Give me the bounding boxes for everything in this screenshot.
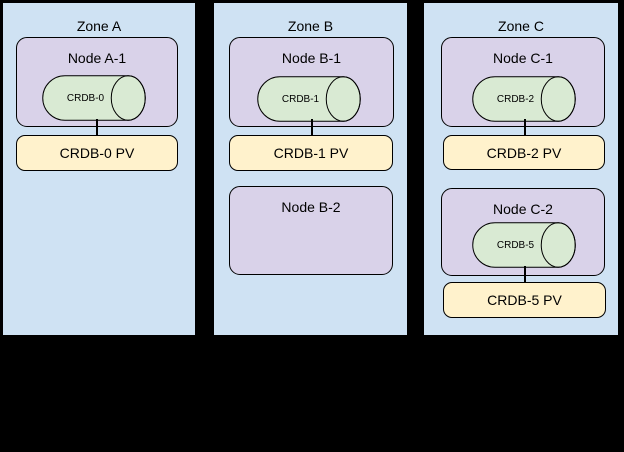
zone-c-label: Zone C bbox=[498, 18, 544, 34]
zone-b: Zone B Node B-1 CRDB-1 CRDB-1 PV Node B-… bbox=[213, 2, 408, 336]
pod-crdb-2-label: CRDB-2 bbox=[496, 93, 535, 105]
pv-crdb-0-label: CRDB-0 PV bbox=[59, 145, 135, 161]
node-b-2-label: Node B-2 bbox=[281, 199, 341, 215]
cylinder-icon bbox=[472, 222, 576, 268]
zone-a-label: Zone A bbox=[76, 18, 122, 34]
pv-crdb-5: CRDB-5 PV bbox=[443, 282, 606, 318]
node-a-1-label: Node A-1 bbox=[67, 50, 127, 66]
connector-crdb-5-to-pv bbox=[524, 266, 526, 283]
pv-crdb-0: CRDB-0 PV bbox=[16, 135, 178, 171]
pv-crdb-1-label: CRDB-1 PV bbox=[273, 145, 349, 161]
node-c-2-label: Node C-2 bbox=[493, 201, 553, 217]
pod-crdb-2: CRDB-2 bbox=[472, 76, 576, 122]
connector-crdb-0-to-pv bbox=[96, 119, 98, 136]
zone-b-label: Zone B bbox=[287, 18, 334, 34]
pod-crdb-5: CRDB-5 bbox=[472, 222, 576, 268]
pod-crdb-5-label: CRDB-5 bbox=[496, 239, 535, 251]
zone-c: Zone C Node C-1 CRDB-2 CRDB-2 PV Node C-… bbox=[423, 2, 619, 336]
node-b-2: Node B-2 bbox=[229, 186, 393, 275]
node-c-1-label: Node C-1 bbox=[493, 50, 553, 66]
pod-crdb-0: CRDB-0 bbox=[42, 75, 146, 121]
pv-crdb-1: CRDB-1 PV bbox=[229, 135, 393, 171]
node-b-1-label: Node B-1 bbox=[281, 50, 342, 66]
pod-crdb-1-label: CRDB-1 bbox=[281, 93, 320, 105]
pv-crdb-5-label: CRDB-5 PV bbox=[487, 292, 562, 308]
pod-crdb-1: CRDB-1 bbox=[257, 76, 361, 122]
zone-a: Zone A Node A-1 CRDB-0 CRDB-0 PV bbox=[2, 2, 196, 336]
connector-crdb-1-to-pv bbox=[311, 119, 313, 136]
connector-crdb-2-to-pv bbox=[524, 119, 526, 136]
pv-crdb-2-label: CRDB-2 PV bbox=[486, 144, 562, 161]
cylinder-icon bbox=[257, 76, 361, 122]
pv-crdb-2: CRDB-2 PV bbox=[443, 135, 605, 170]
pod-crdb-0-label: CRDB-0 bbox=[66, 92, 105, 104]
cylinder-icon bbox=[472, 76, 576, 122]
cylinder-icon bbox=[42, 75, 146, 121]
